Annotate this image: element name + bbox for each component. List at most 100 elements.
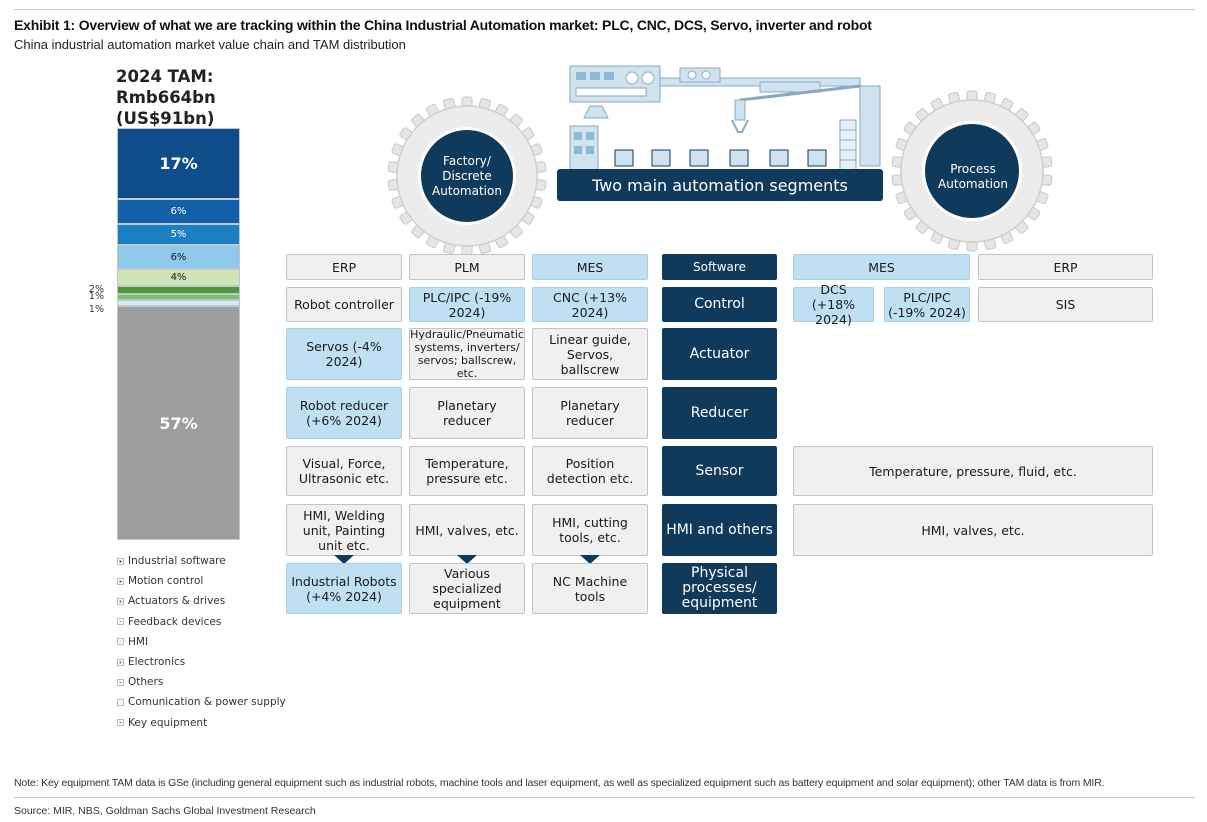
bar-segment-actuators-drives: 5%	[117, 223, 240, 245]
bar-segment-label: 4%	[170, 272, 187, 284]
legend-label: HMI	[128, 635, 149, 648]
legend-label: Actuators & drives	[128, 595, 226, 608]
row3-servos: Servos (-4% 2024)	[286, 328, 402, 380]
bar-segment-label: 5%	[170, 228, 187, 240]
row5-visual-force: Visual, Force, Ultrasonic etc.	[286, 446, 402, 496]
segments-banner: Two main automation segments	[557, 169, 883, 201]
legend-swatch	[117, 638, 124, 646]
legend-label: Key equipment	[128, 716, 208, 729]
layer-physical-processes: Physical processes/ equipment	[662, 563, 777, 614]
legend-item: Feedback devices	[117, 612, 317, 632]
bar-segment-motion-control: 6%	[117, 198, 240, 224]
row4-robot-reducer: Robot reducer (+6% 2024)	[286, 387, 402, 439]
row5-position: Position detection etc.	[532, 446, 648, 496]
row6-hmi-valves: HMI, valves, etc.	[409, 504, 525, 556]
bar-segment-feedback-devices: 6%	[117, 244, 240, 270]
row5-process-sensors: Temperature, pressure, fluid, etc.	[793, 446, 1153, 496]
row1-machine-mes: MES	[532, 254, 648, 280]
legend-swatch	[117, 658, 124, 666]
exhibit-title: Exhibit 1: Overview of what we are track…	[14, 17, 872, 33]
row1-process-mes: MES	[793, 254, 970, 280]
row4-planetary-reducer-2: Planetary reducer	[532, 387, 648, 439]
row1-robot-erp: ERP	[286, 254, 402, 280]
layer-hmi-others: HMI and others	[662, 504, 777, 556]
bar-segment-electronics	[117, 286, 240, 295]
bar-segment-others	[117, 294, 240, 301]
legend-label: Electronics	[128, 656, 186, 669]
layer-reducer: Reducer	[662, 387, 777, 439]
legend-swatch	[117, 618, 124, 626]
bottom-rule	[14, 797, 1195, 798]
legend-swatch	[117, 698, 124, 706]
row3-linear-guide: Linear guide, Servos, ballscrew	[532, 328, 648, 380]
legend-swatch	[117, 557, 124, 565]
bar-segment-key-equipment: 57%	[117, 306, 240, 540]
legend-swatch	[117, 719, 124, 727]
legend-swatch	[117, 577, 124, 585]
tam-title-line1: 2024 TAM: Rmb664bn	[116, 67, 216, 107]
row2-process-plc-ipc: PLC/IPC (-19% 2024)	[884, 287, 970, 322]
automation-illustration	[387, 65, 1053, 256]
factory-line-icon	[569, 65, 881, 171]
layer-sensor: Sensor	[662, 446, 777, 496]
legend-item: Others	[117, 672, 317, 692]
legend-item: Key equipment	[117, 713, 317, 733]
row5-temperature: Temperature, pressure etc.	[409, 446, 525, 496]
source-line: Source: MIR, NBS, Goldman Sachs Global I…	[14, 805, 316, 817]
row6-process-hmi: HMI, valves, etc.	[793, 504, 1153, 556]
row2-cnc: CNC (+13% 2024)	[532, 287, 648, 322]
legend-label: Industrial software	[128, 555, 226, 568]
process-gear-icon	[891, 90, 1053, 252]
legend-item: Industrial software	[117, 551, 317, 571]
legend-item: Motion control	[117, 571, 317, 591]
legend-label: Others	[128, 676, 164, 689]
row7-specialized-equipment: Various specialized equipment	[409, 563, 525, 614]
bar-segment-hmi: 4%	[117, 269, 240, 287]
legend-swatch	[117, 597, 124, 605]
bar-segment-comunication-power-supply	[117, 300, 240, 307]
legend-item: Comunication & power supply	[117, 692, 317, 712]
footnote: Note: Key equipment TAM data is GSe (inc…	[14, 777, 1105, 789]
legend-label: Feedback devices	[128, 615, 222, 628]
row6-hmi-welding: HMI, Welding unit, Painting unit etc.	[286, 504, 402, 556]
layer-software: Software	[662, 254, 777, 280]
factory-gear-icon	[387, 96, 547, 256]
factory-automation-label: Factory/ Discrete Automation	[432, 153, 502, 198]
bar-segment-side-label: 1%	[88, 304, 104, 316]
legend-label: Motion control	[128, 575, 204, 588]
row4-planetary-reducer-1: Planetary reducer	[409, 387, 525, 439]
legend-item: Electronics	[117, 652, 317, 672]
legend-item: HMI	[117, 632, 317, 652]
row2-dcs: DCS (+18% 2024)	[793, 282, 874, 327]
legend-label: Comunication & power supply	[128, 696, 286, 709]
layer-actuator: Actuator	[662, 328, 777, 380]
bar-segment-side-label: 1%	[88, 291, 104, 303]
bar-segment-label: 17%	[159, 153, 198, 173]
bar-segment-label: 57%	[159, 413, 198, 433]
tam-title: 2024 TAM: Rmb664bn (US$91bn)	[116, 66, 316, 129]
row1-process-erp: ERP	[978, 254, 1153, 280]
row6-hmi-cutting: HMI, cutting tools, etc.	[532, 504, 648, 556]
bar-segment-label: 6%	[170, 205, 187, 217]
row2-plc-ipc: PLC/IPC (-19% 2024)	[409, 287, 525, 322]
exhibit-subtitle: China industrial automation market value…	[14, 37, 406, 52]
legend-swatch	[117, 678, 124, 686]
arrow-down-icon	[334, 555, 354, 564]
row1-specialized-plm: PLM	[409, 254, 525, 280]
row7-nc-machine-tools: NC Machine tools	[532, 563, 648, 614]
arrow-down-icon	[457, 555, 477, 564]
bar-segment-side-label: 2%	[88, 284, 104, 296]
top-rule	[14, 9, 1195, 10]
tam-title-line2: (US$91bn)	[116, 109, 215, 128]
row7-industrial-robots: Industrial Robots (+4% 2024)	[286, 563, 402, 614]
arrow-down-icon	[580, 555, 600, 564]
bar-segment-industrial-software: 17%	[117, 128, 240, 199]
process-automation-label: Process Automation	[938, 162, 1008, 191]
row2-robot-controller: Robot controller	[286, 287, 402, 322]
layer-control: Control	[662, 287, 777, 322]
bar-segment-label: 6%	[170, 251, 187, 263]
row3-hydraulic: Hydraulic/Pneumatic systems, inverters/ …	[409, 328, 525, 380]
legend-item: Actuators & drives	[117, 591, 317, 611]
row2-sis: SIS	[978, 287, 1153, 322]
